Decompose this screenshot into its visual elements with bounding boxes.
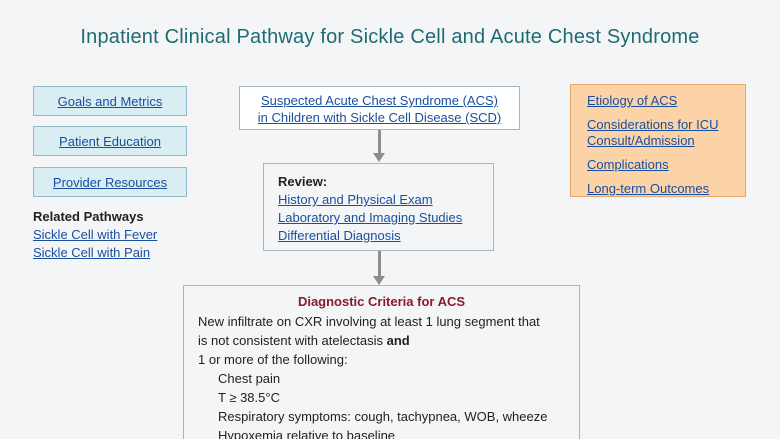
related-pathways-heading: Related Pathways <box>33 209 144 224</box>
lab-imaging-link[interactable]: Laboratory and Imaging Studies <box>278 210 463 225</box>
suspected-acs-line1: Suspected Acute Chest Syndrome (ACS) <box>260 93 498 108</box>
long-term-outcomes-link[interactable]: Long-term Outcomes <box>587 181 710 196</box>
diagnostic-criteria-heading: Diagnostic Criteria for ACS <box>297 294 466 309</box>
history-physical-link[interactable]: History and Physical Exam <box>278 192 433 207</box>
criteria-item: Hypoxemia relative to baseline <box>218 428 396 439</box>
criteria-line1: New infiltrate on CXR involving at least… <box>198 314 540 329</box>
suspected-acs-line2: in Children with Sickle Cell Disease (SC… <box>257 110 502 125</box>
sickle-cell-pain-link[interactable]: Sickle Cell with Pain <box>33 245 151 260</box>
criteria-line3: 1 or more of the following: <box>198 352 348 367</box>
related-pathways: Related Pathways Sickle Cell with Fever … <box>33 208 157 262</box>
provider-resources-box[interactable]: Provider Resources <box>33 167 187 197</box>
provider-resources-link[interactable]: Provider Resources <box>52 174 168 190</box>
criteria-line2-text: is not consistent with atelectasis <box>198 333 383 348</box>
criteria-line2: is not consistent with atelectasis and <box>198 331 565 350</box>
criteria-item: Respiratory symptoms: cough, tachypnea, … <box>218 409 548 424</box>
criteria-and: and <box>386 333 410 348</box>
diagnostic-criteria-box: Diagnostic Criteria for ACS New infiltra… <box>183 285 580 439</box>
patient-education-box[interactable]: Patient Education <box>33 126 187 156</box>
page-title: Inpatient Clinical Pathway for Sickle Ce… <box>80 26 700 48</box>
complications-link[interactable]: Complications <box>587 157 669 172</box>
criteria-item: T ≥ 38.5°C <box>218 390 280 405</box>
goals-metrics-link[interactable]: Goals and Metrics <box>57 93 163 109</box>
goals-metrics-box[interactable]: Goals and Metrics <box>33 86 187 116</box>
suspected-acs-box[interactable]: Suspected Acute Chest Syndrome (ACS) in … <box>239 86 520 130</box>
differential-diagnosis-link[interactable]: Differential Diagnosis <box>278 228 401 243</box>
icu-considerations-link[interactable]: Considerations for ICU Consult/Admission <box>587 117 719 148</box>
etiology-link[interactable]: Etiology of ACS <box>587 93 678 108</box>
suspected-acs-link[interactable]: Suspected Acute Chest Syndrome (ACS) in … <box>258 93 501 125</box>
review-heading: Review: <box>278 174 328 189</box>
criteria-item: Chest pain <box>218 371 281 386</box>
right-links-box: Etiology of ACS Considerations for ICU C… <box>570 84 746 197</box>
patient-education-link[interactable]: Patient Education <box>59 133 161 149</box>
review-box: Review: History and Physical Exam Labora… <box>263 163 494 251</box>
sickle-cell-fever-link[interactable]: Sickle Cell with Fever <box>33 227 158 242</box>
